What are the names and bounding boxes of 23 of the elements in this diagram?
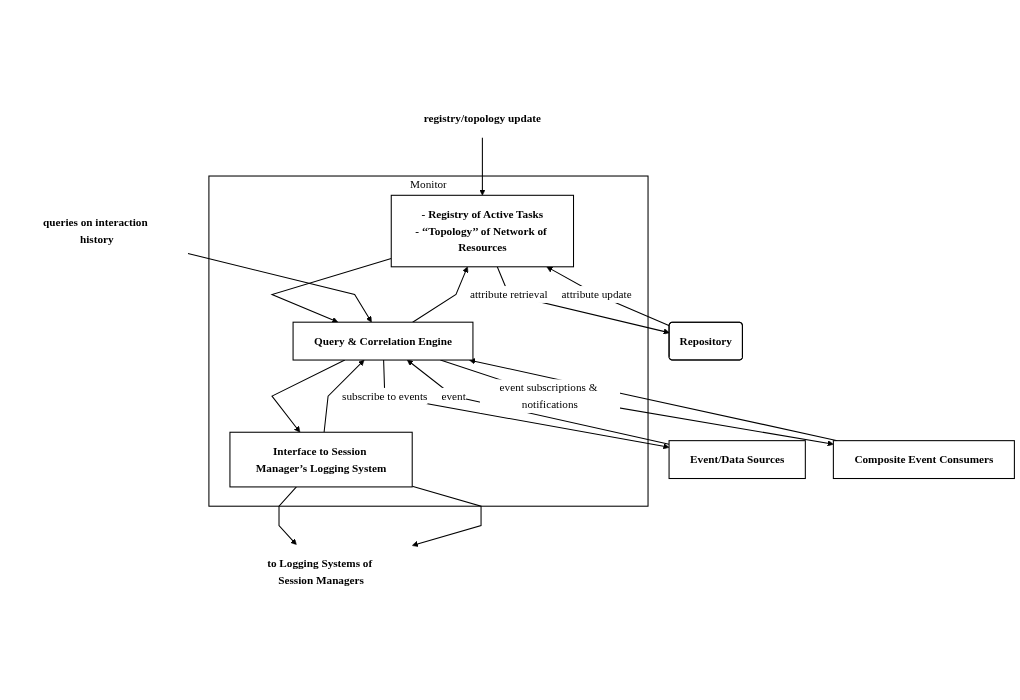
node-box: - Registry of Active Tasks - ‘‘Topology’’ of Network of Resources: [390, 195, 575, 268]
node-box: Query & Correlation Engine: [292, 322, 474, 362]
edge-label: attribute retrieval: [470, 288, 548, 301]
edge-label: subscribe to events: [342, 390, 428, 403]
edge-label: event subscriptions & notifications: [499, 381, 598, 411]
node-text: registry/topology update: [423, 112, 542, 125]
node-box: Interface to Session Manager’s Logging System: [229, 432, 413, 488]
arrow: [546, 267, 670, 327]
node-box: Composite Event Consumers: [832, 440, 1015, 480]
arrow: [187, 253, 372, 323]
arrow: [412, 267, 469, 324]
arrow: [278, 486, 297, 546]
node-text: to Logging Systems of Session Managers: [267, 557, 373, 587]
node-text: queries on interaction history: [43, 216, 148, 246]
edge-label: event: [441, 390, 466, 403]
node-box: Event/Data Sources: [668, 440, 806, 480]
arrow: [439, 360, 834, 447]
edge-label: attribute update: [561, 288, 632, 301]
arrow: [479, 137, 486, 197]
arrow: [496, 266, 670, 335]
arrow: [323, 360, 365, 434]
arrow: [270, 258, 392, 324]
arrow: [411, 486, 482, 548]
